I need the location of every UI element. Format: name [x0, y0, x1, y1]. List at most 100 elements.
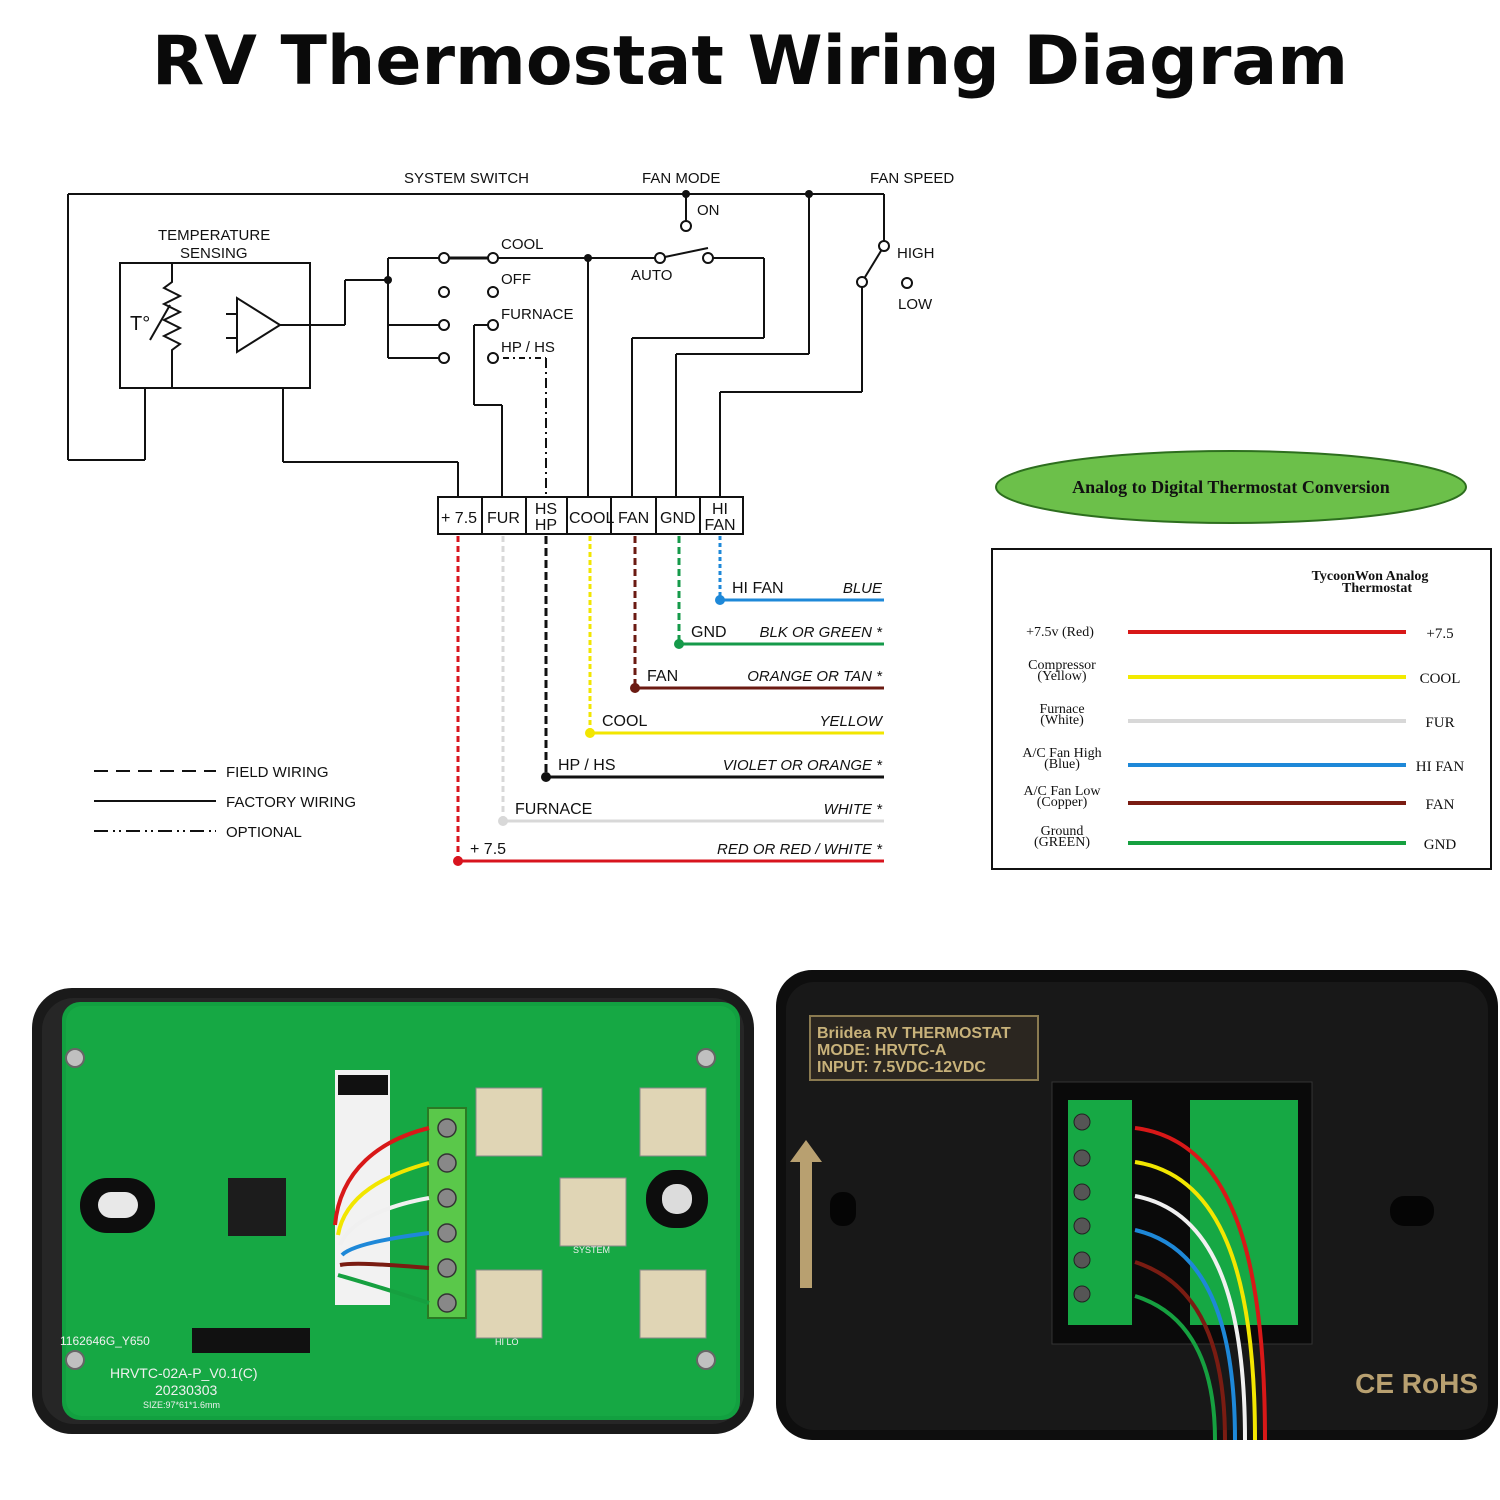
wire-right-label: BLUE	[843, 580, 883, 597]
terminal-fan: FAN	[618, 510, 649, 527]
conversion-source-color: (Yellow)	[1037, 669, 1086, 684]
device-photo: Briidea RV THERMOSTAT MODE: HRVTC-A INPU…	[776, 970, 1498, 1441]
conversion-row: Ground(GREEN) GND	[1034, 824, 1456, 853]
wire-node	[541, 772, 551, 782]
on-label: ON	[697, 202, 720, 219]
field-wire: HI FAN BLUE	[715, 536, 884, 605]
conversion-source-color: (White)	[1040, 713, 1084, 728]
conversion-row: +7.5v (Red) +7.5	[1026, 625, 1454, 642]
conversion-row: Compressor(Yellow) COOL	[1028, 658, 1460, 687]
wire-right-label: WHITE *	[824, 801, 883, 818]
cool-contact-label: COOL	[501, 236, 544, 253]
device-label-2: MODE: HRVTC-A	[817, 1042, 947, 1059]
conversion-row: A/C Fan Low(Copper) FAN	[1024, 784, 1455, 813]
auto-label: AUTO	[631, 267, 672, 284]
screw-icon	[65, 1048, 85, 1068]
wire-node	[630, 683, 640, 693]
conversion-source-color: (GREEN)	[1034, 835, 1090, 850]
switch-contacts	[438, 220, 913, 364]
conversion-panel: Analog to Digital Thermostat Conversion …	[991, 450, 1492, 870]
conversion-terminal: COOL	[1420, 671, 1461, 687]
conversion-row: Furnace(White) FUR	[1039, 702, 1454, 731]
conversion-terminal: +7.5	[1426, 626, 1453, 642]
legend-factory-wiring: FACTORY WIRING	[226, 794, 356, 811]
legend-field-wiring: FIELD WIRING	[226, 764, 329, 781]
field-wire: COOL YELLOW	[585, 536, 884, 738]
pcb-size: SIZE:97*61*1.6mm	[143, 1400, 220, 1410]
conversion-terminal: FUR	[1425, 715, 1454, 731]
pcb-date: 20230303	[155, 1382, 218, 1398]
wire-right-label: BLK OR GREEN *	[759, 624, 883, 641]
wire-node	[585, 728, 595, 738]
terminal-fur: FUR	[487, 510, 520, 527]
wire-node	[674, 639, 684, 649]
wire-node	[498, 816, 508, 826]
relay-label-system: SYSTEM	[573, 1245, 610, 1255]
conversion-source: Compressor	[1028, 658, 1096, 673]
field-wire: FAN ORANGE OR TAN *	[630, 536, 884, 693]
conversion-banner	[995, 450, 1467, 524]
wire-node	[715, 595, 725, 605]
wire-right-label: RED OR RED / WHITE *	[717, 841, 883, 858]
wire-right-label: VIOLET OR ORANGE *	[723, 757, 883, 774]
fan-speed-label: FAN SPEED	[870, 170, 954, 187]
temperature-symbol: T°	[130, 313, 150, 335]
wire-left-label: + 7.5	[470, 841, 506, 858]
off-contact-label: OFF	[501, 271, 531, 288]
conversion-source: A/C Fan High	[1022, 746, 1101, 761]
field-wires: HI FAN BLUE GND BLK OR GREEN * FAN ORANGE OR …	[453, 536, 884, 866]
wiring-legend: FIELD WIRING FACTORY WIRING OPTIONAL	[94, 764, 356, 841]
high-label: HIGH	[897, 245, 935, 262]
conversion-terminal: FAN	[1426, 797, 1455, 813]
conversion-source-color: (Blue)	[1044, 757, 1080, 772]
wire-left-label: HP / HS	[558, 757, 616, 774]
wire-left-label: COOL	[602, 713, 647, 730]
screw-icon	[696, 1350, 716, 1370]
pcb-photo: 1162646G_Y650 HRVTC-02A-P_V0.1(C) 202303…	[32, 988, 754, 1434]
conversion-header-2: Thermostat	[1342, 581, 1412, 596]
temperature-label: TEMPERATURE	[158, 227, 270, 244]
fan-mode-label: FAN MODE	[642, 170, 720, 187]
conversion-source: Furnace	[1039, 702, 1084, 717]
terminal-gnd: GND	[660, 510, 696, 527]
ce-rohs-mark: CE RoHS	[1355, 1368, 1478, 1399]
up-arrow-icon	[790, 1140, 822, 1288]
screw-icon	[65, 1350, 85, 1370]
furnace-contact-label: FURNACE	[501, 306, 574, 323]
conversion-source: +7.5v (Red)	[1026, 625, 1094, 640]
hphs-contact-label: HP / HS	[501, 339, 555, 356]
terminal-cool: COOL	[569, 510, 614, 527]
pcb-version: HRVTC-02A-P_V0.1(C)	[110, 1365, 258, 1381]
device-label-1: Briidea RV THERMOSTAT	[817, 1025, 1011, 1042]
wire-left-label: HI FAN	[732, 580, 784, 597]
conversion-terminal: GND	[1424, 837, 1457, 853]
terminal-plus75: + 7.5	[441, 510, 477, 527]
schematic	[67, 193, 885, 535]
conversion-terminal: HI FAN	[1416, 759, 1465, 775]
sensing-label: SENSING	[180, 245, 248, 262]
pcb-board-id: 1162646G_Y650	[60, 1334, 150, 1348]
conversion-banner-text: Analog to Digital Thermostat Conversion	[1072, 477, 1390, 497]
conversion-source-color: (Copper)	[1037, 795, 1088, 810]
wire-node	[453, 856, 463, 866]
field-wire: FURNACE WHITE *	[498, 536, 884, 826]
field-wire: + 7.5 RED OR RED / WHITE *	[453, 536, 884, 866]
device-label-3: INPUT: 7.5VDC-12VDC	[817, 1059, 986, 1076]
junctions	[384, 190, 813, 284]
wire-left-label: FAN	[647, 668, 678, 685]
wire-left-label: GND	[691, 624, 727, 641]
field-wire: GND BLK OR GREEN *	[674, 536, 884, 649]
low-label: LOW	[898, 296, 933, 313]
wire-right-label: ORANGE OR TAN *	[747, 668, 883, 685]
field-wire: HP / HS VIOLET OR ORANGE *	[541, 536, 884, 782]
legend-optional: OPTIONAL	[226, 824, 302, 841]
conversion-source: Ground	[1041, 824, 1084, 839]
conversion-source: A/C Fan Low	[1024, 784, 1102, 799]
wire-left-label: FURNACE	[515, 801, 592, 818]
wire-right-label: YELLOW	[819, 713, 883, 730]
screw-icon	[696, 1048, 716, 1068]
